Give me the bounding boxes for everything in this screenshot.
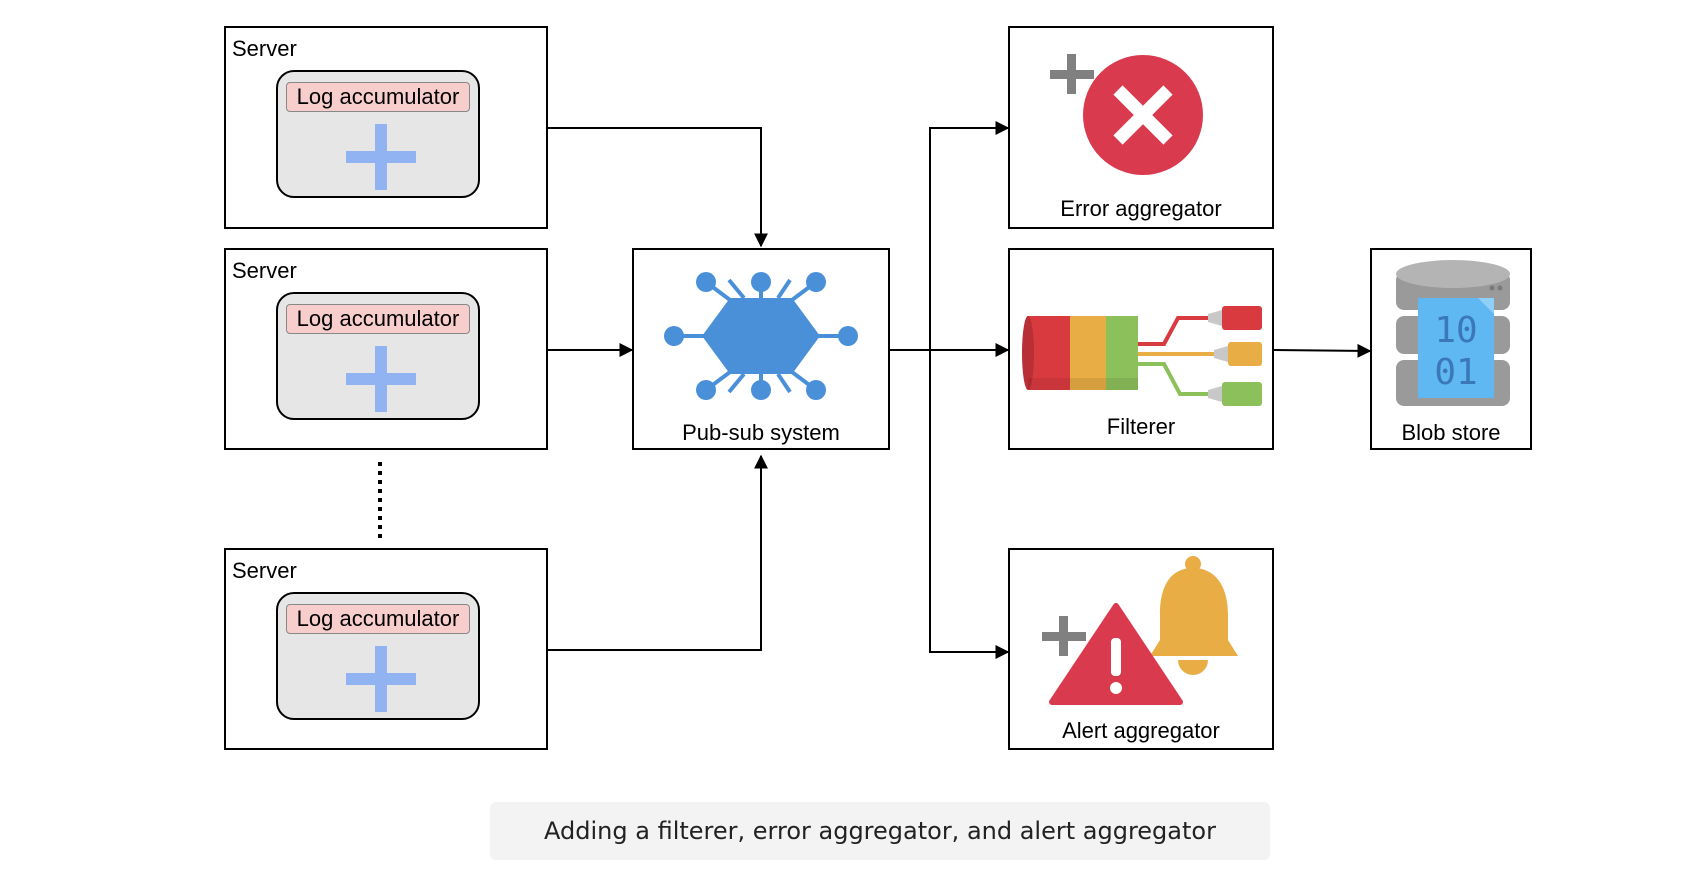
pubsub-label: Pub-sub system	[682, 420, 840, 445]
alert-aggregator-label: Alert aggregator	[1062, 718, 1220, 743]
server-box-1[interactable]: Server Log accumulator	[224, 26, 548, 229]
error-aggregator-box[interactable]: Error aggregator	[1008, 26, 1274, 229]
blob-store-box[interactable]: 10 01 Blob store	[1370, 248, 1532, 450]
binary-bottom-text: 01	[1434, 352, 1477, 393]
binary-top-text: 10	[1434, 310, 1477, 351]
arrow-pubsub-alert	[929, 350, 1010, 659]
arrow-filterer-blob	[1273, 343, 1372, 358]
database-icon: 10 01	[1396, 260, 1510, 406]
log-accumulator-label: Log accumulator	[286, 82, 470, 112]
arrow-server3-pubsub	[548, 454, 768, 651]
arrow-pubsub-error	[929, 121, 1010, 350]
error-icon	[1083, 55, 1203, 175]
log-accumulator-label: Log accumulator	[286, 604, 470, 634]
plus-icon	[346, 346, 416, 412]
log-accumulator[interactable]: Log accumulator	[276, 292, 480, 420]
server-label: Server	[232, 258, 297, 283]
log-accumulator[interactable]: Log accumulator	[276, 70, 480, 198]
arrow-server1-pubsub	[548, 127, 768, 248]
filter-icon	[1022, 306, 1262, 406]
log-accumulator-label: Log accumulator	[286, 304, 470, 334]
figure-caption: Adding a filterer, error aggregator, and…	[490, 802, 1270, 860]
filterer-label: Filterer	[1106, 414, 1176, 439]
log-accumulator[interactable]: Log accumulator	[276, 592, 480, 720]
plus-gray-icon	[1050, 54, 1094, 94]
blob-store-label: Blob store	[1401, 420, 1501, 445]
error-aggregator-label: Error aggregator	[1060, 196, 1222, 221]
filterer-box[interactable]: Filterer	[1008, 248, 1274, 450]
pubsub-hub-icon	[664, 272, 858, 400]
server-box-2[interactable]: Server Log accumulator	[224, 248, 548, 450]
server-label: Server	[232, 558, 297, 583]
server-label: Server	[232, 36, 297, 61]
bell-icon	[1150, 556, 1238, 675]
alert-aggregator-box[interactable]: Alert aggregator	[1008, 548, 1274, 750]
warning-icon	[1049, 603, 1183, 705]
server-box-3[interactable]: Server Log accumulator	[224, 548, 548, 750]
plus-gray-icon	[1042, 616, 1086, 656]
plus-icon	[346, 124, 416, 190]
pubsub-box[interactable]: Pub-sub system	[632, 248, 890, 450]
plus-icon	[346, 646, 416, 712]
